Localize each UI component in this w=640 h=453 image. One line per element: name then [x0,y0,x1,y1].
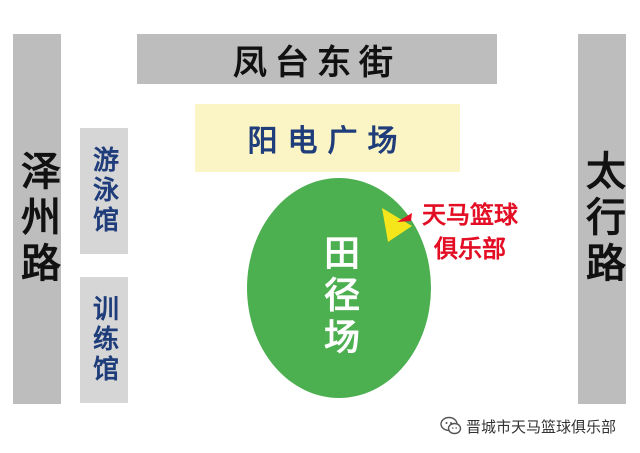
training-hall: 训练馆 [80,277,128,403]
athletics-field [247,178,431,398]
club-label-line2: 俱乐部 [434,234,506,263]
watermark-text: 晋城市天马篮球俱乐部 [466,417,617,436]
watermark: 晋城市天马篮球俱乐部 [440,414,616,438]
club-label-line1: 天马篮球 [422,200,518,229]
road-fengtai-east-street: 凤台东街 [137,34,497,84]
swimming-hall: 游泳馆 [80,128,128,254]
club-label: 天马篮球 俱乐部 [414,198,526,266]
yangdian-plaza: 阳电广场 [195,104,460,172]
club-location-marker [382,208,412,242]
road-taihang: 太行路 [578,34,626,404]
road-zezhou: 泽州路 [13,34,61,404]
wechat-icon [440,416,462,435]
club-pointer-arrow [397,213,412,222]
athletics-field-label: 田径场 [318,234,360,360]
